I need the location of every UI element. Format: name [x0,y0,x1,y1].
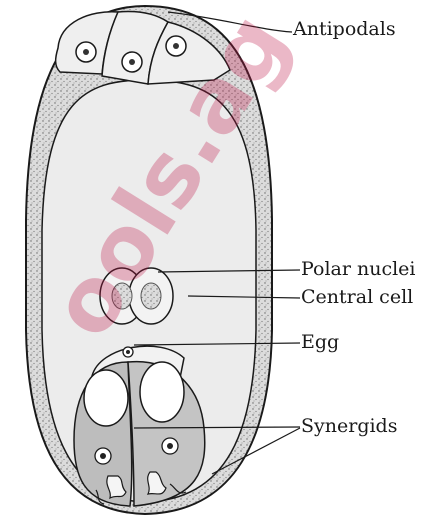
label-antipodals: Antipodals [293,20,396,39]
label-central-cell: Central cell [301,288,413,307]
label-polar-nuclei: Polar nuclei [301,260,416,279]
label-synergids: Synergids [301,417,397,436]
label-egg: Egg [301,333,339,352]
